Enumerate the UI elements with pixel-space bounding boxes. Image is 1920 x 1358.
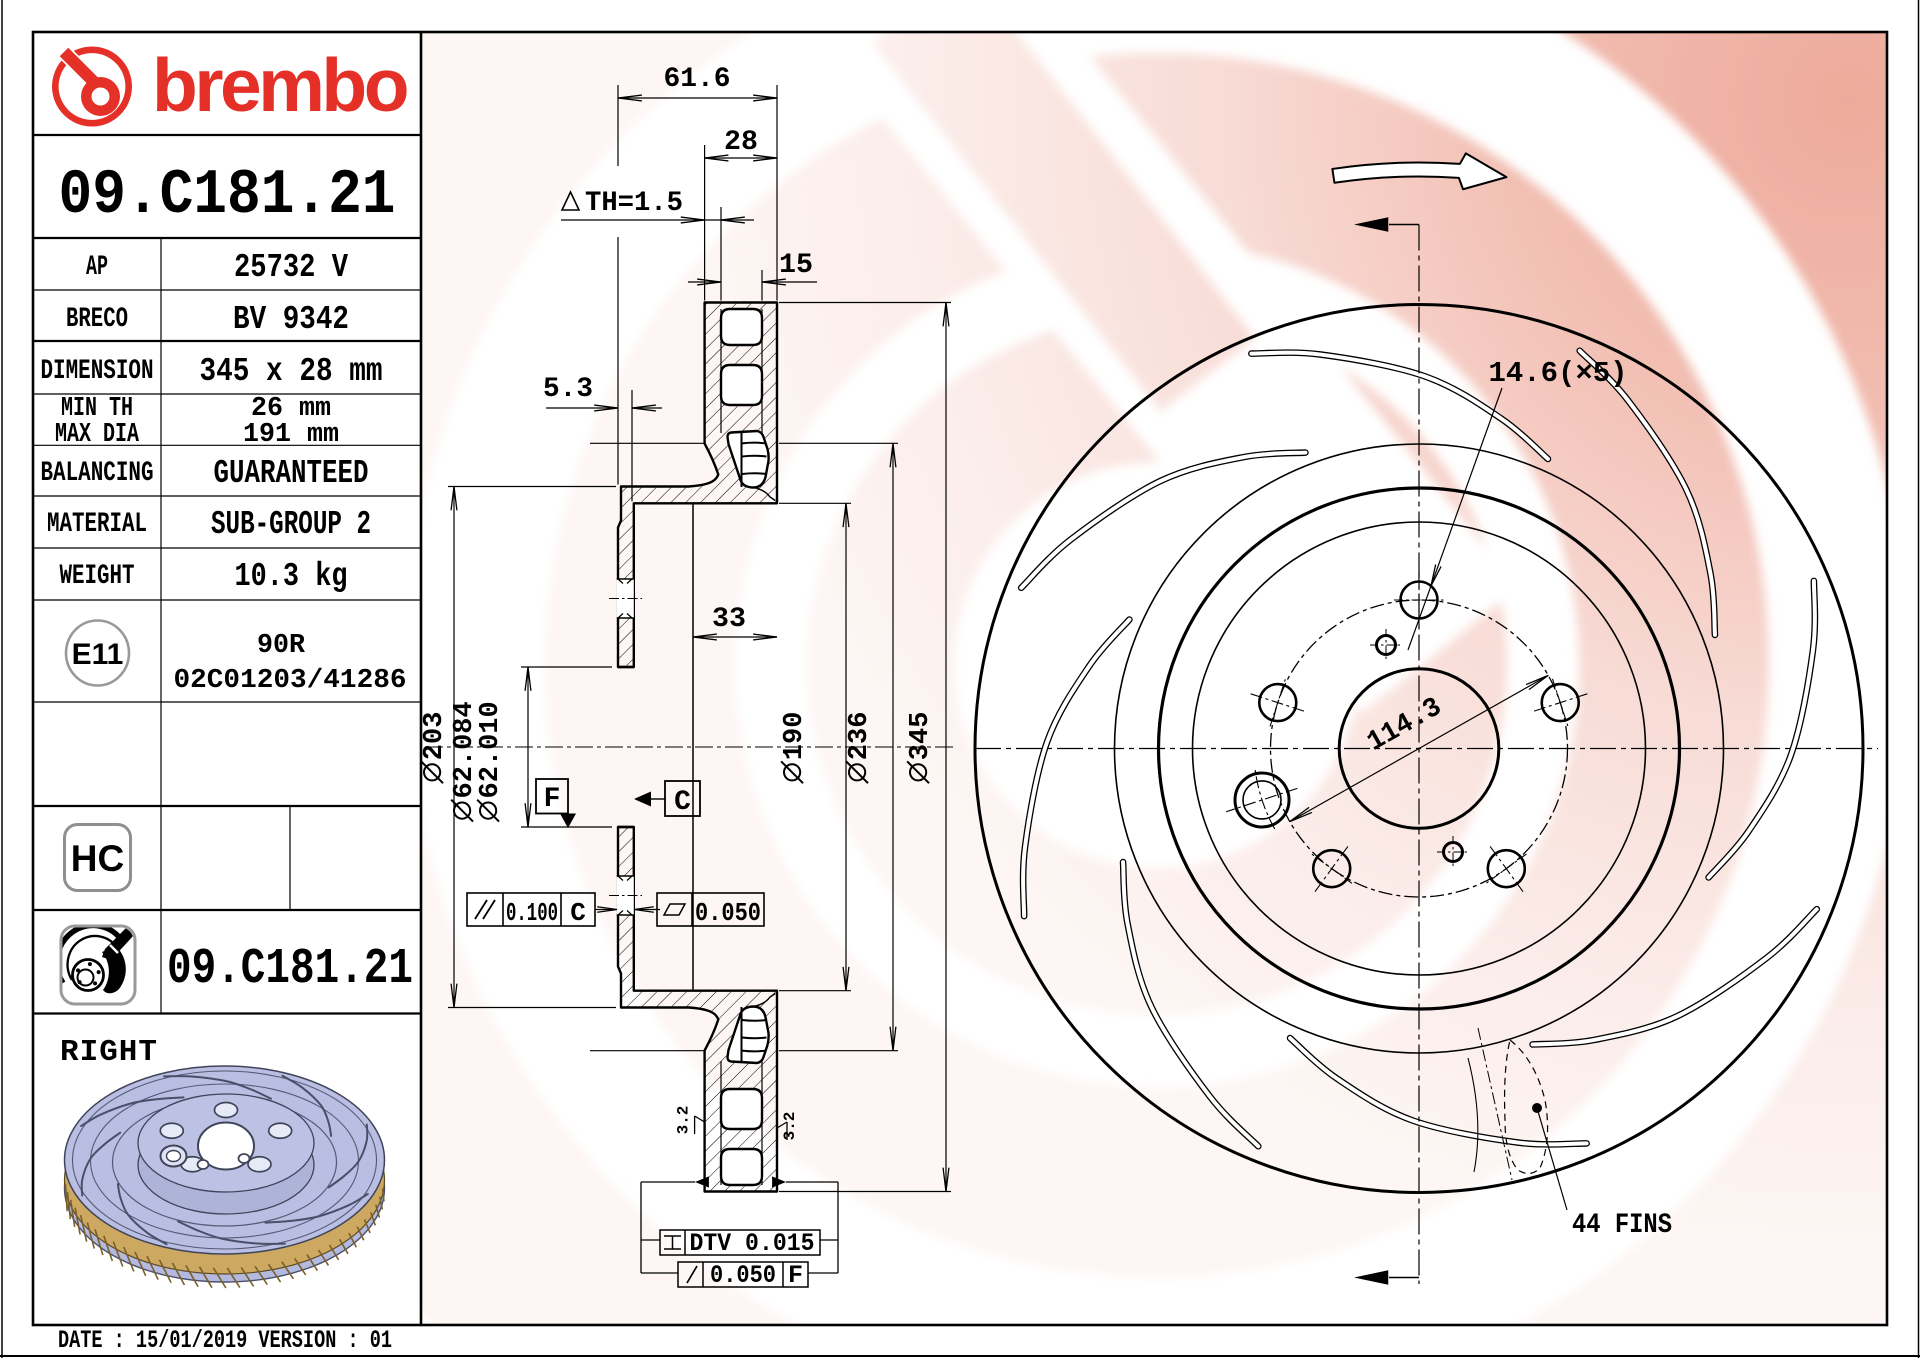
svg-text:25732 V: 25732 V [234, 249, 348, 286]
svg-text:F: F [544, 784, 561, 815]
svg-text:C: C [570, 898, 586, 928]
svg-text:62.010: 62.010 [476, 701, 506, 798]
svg-text:HC: HC [71, 838, 124, 879]
svg-text:09.C181.21: 09.C181.21 [59, 160, 396, 231]
svg-text:3.2: 3.2 [781, 1112, 799, 1141]
svg-text:BRECO: BRECO [66, 304, 128, 335]
svg-text:TH=1.5: TH=1.5 [585, 188, 683, 219]
svg-text:DATE : 15/01/2019 VERSION : 01: DATE : 15/01/2019 VERSION : 01 [58, 1326, 392, 1355]
svg-text:28: 28 [724, 127, 758, 158]
svg-text:F: F [788, 1261, 803, 1290]
svg-text:brembo: brembo [152, 43, 407, 127]
svg-text:203: 203 [420, 712, 450, 761]
svg-text:09.C181.21: 09.C181.21 [167, 941, 413, 998]
svg-text:0.050: 0.050 [710, 1261, 776, 1290]
svg-text:MAX DIA: MAX DIA [55, 420, 140, 450]
svg-text:10.3 kg: 10.3 kg [235, 558, 348, 595]
svg-text:SUB-GROUP 2: SUB-GROUP 2 [211, 506, 371, 543]
svg-text:345: 345 [906, 712, 936, 761]
svg-text:C: C [674, 787, 691, 818]
svg-text:BALANCING: BALANCING [41, 458, 154, 489]
svg-text:90R: 90R [257, 631, 306, 661]
svg-text:WEIGHT: WEIGHT [60, 561, 135, 592]
svg-text:0.100: 0.100 [506, 898, 558, 928]
svg-text:0.050: 0.050 [695, 898, 761, 928]
svg-text:DTV 0.015: DTV 0.015 [690, 1229, 815, 1258]
svg-text:MATERIAL: MATERIAL [47, 509, 147, 540]
svg-text:DIMENSION: DIMENSION [41, 356, 154, 387]
svg-text:14.6(×5): 14.6(×5) [1489, 357, 1628, 390]
svg-text:GUARANTEED: GUARANTEED [214, 455, 369, 492]
svg-text:44 FINS: 44 FINS [1572, 1210, 1672, 1241]
svg-text:15: 15 [779, 250, 813, 281]
svg-text:190: 190 [780, 712, 810, 761]
svg-text:33: 33 [712, 604, 746, 635]
svg-text:MIN TH: MIN TH [61, 394, 133, 424]
svg-text:02C01203/41286: 02C01203/41286 [174, 666, 407, 696]
svg-text:5.3: 5.3 [543, 374, 593, 405]
svg-text:61.6: 61.6 [664, 64, 731, 95]
svg-text:345 x 28 mm: 345 x 28 mm [200, 353, 383, 390]
svg-text:3.2: 3.2 [675, 1106, 693, 1135]
svg-text:26 mm: 26 mm [251, 394, 331, 424]
svg-text:BV 9342: BV 9342 [233, 301, 349, 338]
svg-text:E11: E11 [72, 638, 124, 671]
svg-text:AP: AP [86, 252, 108, 283]
svg-text:236: 236 [845, 712, 875, 761]
svg-text:62.084: 62.084 [450, 701, 480, 798]
svg-text:191 mm: 191 mm [243, 420, 339, 450]
svg-text:RIGHT: RIGHT [60, 1035, 158, 1070]
